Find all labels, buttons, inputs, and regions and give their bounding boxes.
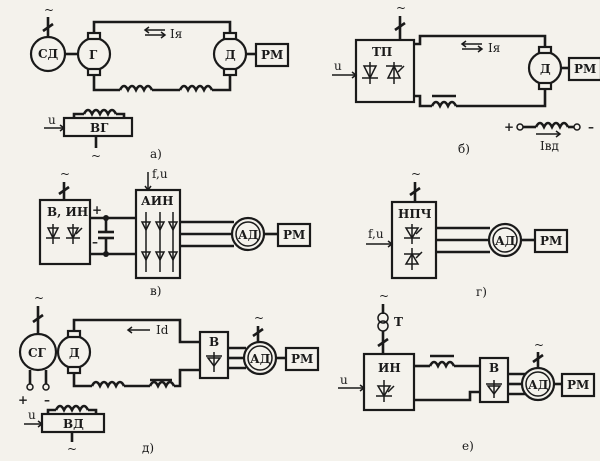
tp-label: ТП (372, 45, 392, 59)
rm-label: РМ (283, 228, 305, 242)
t-label: Т (394, 315, 403, 329)
diagram-e: ~ Т ИН u В ~ АД РМ (338, 289, 596, 453)
current-id-label: Id (156, 323, 169, 337)
rm-label: РМ (567, 378, 589, 392)
diagram-a: ~ СД Г Д РМ Iя ВГ u ~ (29, 3, 290, 163)
vd-supply-tilde: ~ (67, 442, 77, 456)
rm-label: РМ (574, 62, 596, 76)
caption-d: д) (142, 441, 154, 455)
vg-label: ВГ (90, 121, 109, 135)
rm-label: РМ (261, 48, 283, 62)
mechanism-box (567, 56, 600, 82)
control-u-label: u (48, 113, 56, 127)
diagram-b: ~ ТП u Д РМ Iя + (332, 1, 600, 156)
smoothing-choke-b (430, 100, 458, 109)
inverter-in (362, 352, 416, 412)
field-current-label: Iвд (540, 139, 559, 153)
armature-current-label: Iя (488, 41, 500, 55)
minus-sign: – (92, 235, 98, 249)
diagram-g: ~ НПЧ f,u АД РМ г) (366, 167, 569, 299)
excitation-winding (54, 404, 90, 413)
mechanism-box (560, 372, 596, 398)
caption-g: г) (476, 285, 487, 299)
freq-voltage-label: f,u (368, 227, 384, 241)
v-label: В (209, 335, 219, 349)
d-label: Д (225, 48, 236, 62)
d-label: Д (69, 346, 80, 360)
mechanism-box (254, 42, 290, 68)
winding-a2 (178, 84, 214, 93)
sg-label: СГ (28, 346, 47, 360)
winding-a1 (118, 84, 154, 93)
armature-current-label: Iя (170, 27, 182, 41)
direct-frequency-converter (390, 200, 438, 280)
supply-tilde: ~ (34, 291, 44, 305)
ad-label: АД (250, 352, 271, 366)
mechanism-box (533, 228, 569, 254)
d-label: Д (540, 62, 551, 76)
supply-tilde: ~ (396, 1, 406, 15)
v-label: В (489, 361, 499, 375)
rm-label: РМ (291, 352, 313, 366)
ad-label: АД (528, 378, 549, 392)
mechanism-box (284, 346, 320, 372)
mechanism-box (276, 222, 312, 248)
caption-b: б) (458, 142, 470, 156)
winding-d1 (90, 380, 126, 389)
diagram-v: ~ В, ИН + – АИН f,u (38, 167, 312, 298)
plus-sign: + (92, 203, 102, 217)
excitation-winding (82, 108, 118, 117)
freq-voltage-label: f,u (152, 167, 168, 181)
transformer-t-upper (377, 312, 389, 324)
control-u-label: u (340, 373, 348, 387)
supply-tilde: ~ (411, 167, 421, 181)
field-winding-b (534, 121, 570, 130)
g-label: Г (89, 48, 98, 62)
diagram-d: ~ СГ + – Д Id В ~ (18, 291, 320, 456)
vg-supply-tilde: ~ (91, 149, 101, 163)
ain-label: АИН (141, 194, 173, 208)
ad-supply-tilde: ~ (254, 311, 264, 325)
minus-sign: – (44, 393, 50, 407)
in-label: ИН (378, 361, 401, 375)
winding-d2 (148, 380, 176, 389)
smoothing-choke-e (428, 360, 456, 369)
supply-tilde: ~ (60, 167, 70, 181)
control-u-label: u (334, 59, 342, 73)
supply-tilde: ~ (44, 3, 54, 17)
npch-label: НПЧ (398, 207, 432, 221)
ad-supply-tilde: ~ (534, 338, 544, 352)
exciter-vg (62, 116, 134, 138)
control-u-label: u (28, 408, 36, 422)
ad-label: АД (495, 234, 516, 248)
caption-e: е) (462, 439, 474, 453)
vin-label: В, ИН (47, 205, 88, 219)
plus-sign: + (18, 393, 28, 407)
ad-label: АД (238, 228, 259, 242)
rectifier-inverter-box (38, 198, 92, 266)
caption-a: а) (150, 147, 162, 161)
rm-label: РМ (540, 234, 562, 248)
caption-v: в) (150, 284, 161, 298)
sd-label: СД (38, 47, 59, 61)
plus-sign: + (504, 120, 514, 134)
vd-label: ВД (63, 417, 84, 431)
minus-sign: – (588, 120, 594, 134)
supply-tilde: ~ (379, 289, 389, 303)
